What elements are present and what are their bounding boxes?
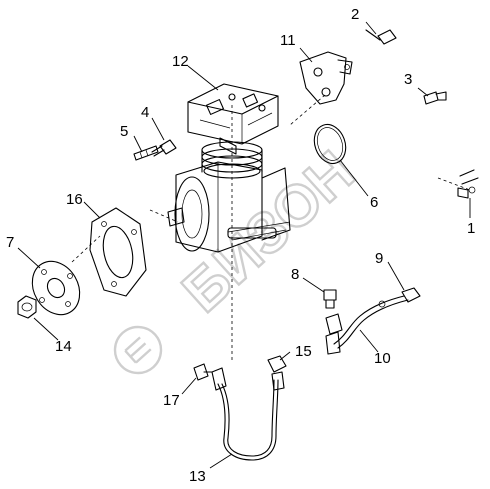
callout-12: 12 bbox=[172, 53, 189, 70]
hose-13 bbox=[211, 367, 285, 461]
cylinder-head bbox=[187, 83, 279, 155]
callout-labels: 1 2 3 4 5 6 7 8 9 10 11 12 13 14 15 16 1… bbox=[6, 6, 475, 485]
bracket bbox=[299, 51, 353, 105]
assembly-axes bbox=[71, 94, 471, 360]
fitting-8 bbox=[323, 289, 337, 309]
hex-nut bbox=[17, 295, 37, 319]
callout-2: 2 bbox=[351, 6, 359, 23]
callout-3: 3 bbox=[404, 71, 412, 88]
callout-9: 9 bbox=[375, 250, 383, 267]
watermark-text: БИЗОН bbox=[170, 139, 367, 325]
pipe-10 bbox=[325, 295, 409, 355]
callout-10: 10 bbox=[374, 350, 391, 367]
fitting-17 bbox=[193, 363, 213, 381]
cylinder-assembly bbox=[201, 141, 263, 179]
callout-14: 14 bbox=[55, 338, 72, 355]
callout-7: 7 bbox=[6, 234, 14, 251]
callout-11: 11 bbox=[280, 32, 296, 49]
bolt-5 bbox=[133, 145, 159, 161]
callout-15: 15 bbox=[295, 343, 312, 360]
mounting-gasket bbox=[89, 207, 147, 297]
leader-lines bbox=[17, 21, 471, 469]
o-ring-seal bbox=[313, 123, 347, 165]
callout-13: 13 bbox=[189, 468, 206, 485]
callout-16: 16 bbox=[66, 191, 83, 208]
bolt-1 bbox=[457, 169, 479, 199]
callout-5: 5 bbox=[120, 123, 128, 140]
fitting-9 bbox=[401, 287, 421, 303]
fitting-15 bbox=[267, 355, 287, 373]
screw-2 bbox=[365, 29, 397, 45]
callout-6: 6 bbox=[370, 194, 378, 211]
callout-4: 4 bbox=[141, 104, 149, 121]
callout-1: 1 bbox=[467, 220, 475, 237]
callout-8: 8 bbox=[291, 266, 299, 283]
flange-plate bbox=[31, 260, 81, 316]
screw-3 bbox=[423, 91, 447, 105]
watermark-logo bbox=[113, 325, 163, 375]
callout-17: 17 bbox=[163, 392, 180, 409]
bolt-4 bbox=[151, 139, 177, 157]
